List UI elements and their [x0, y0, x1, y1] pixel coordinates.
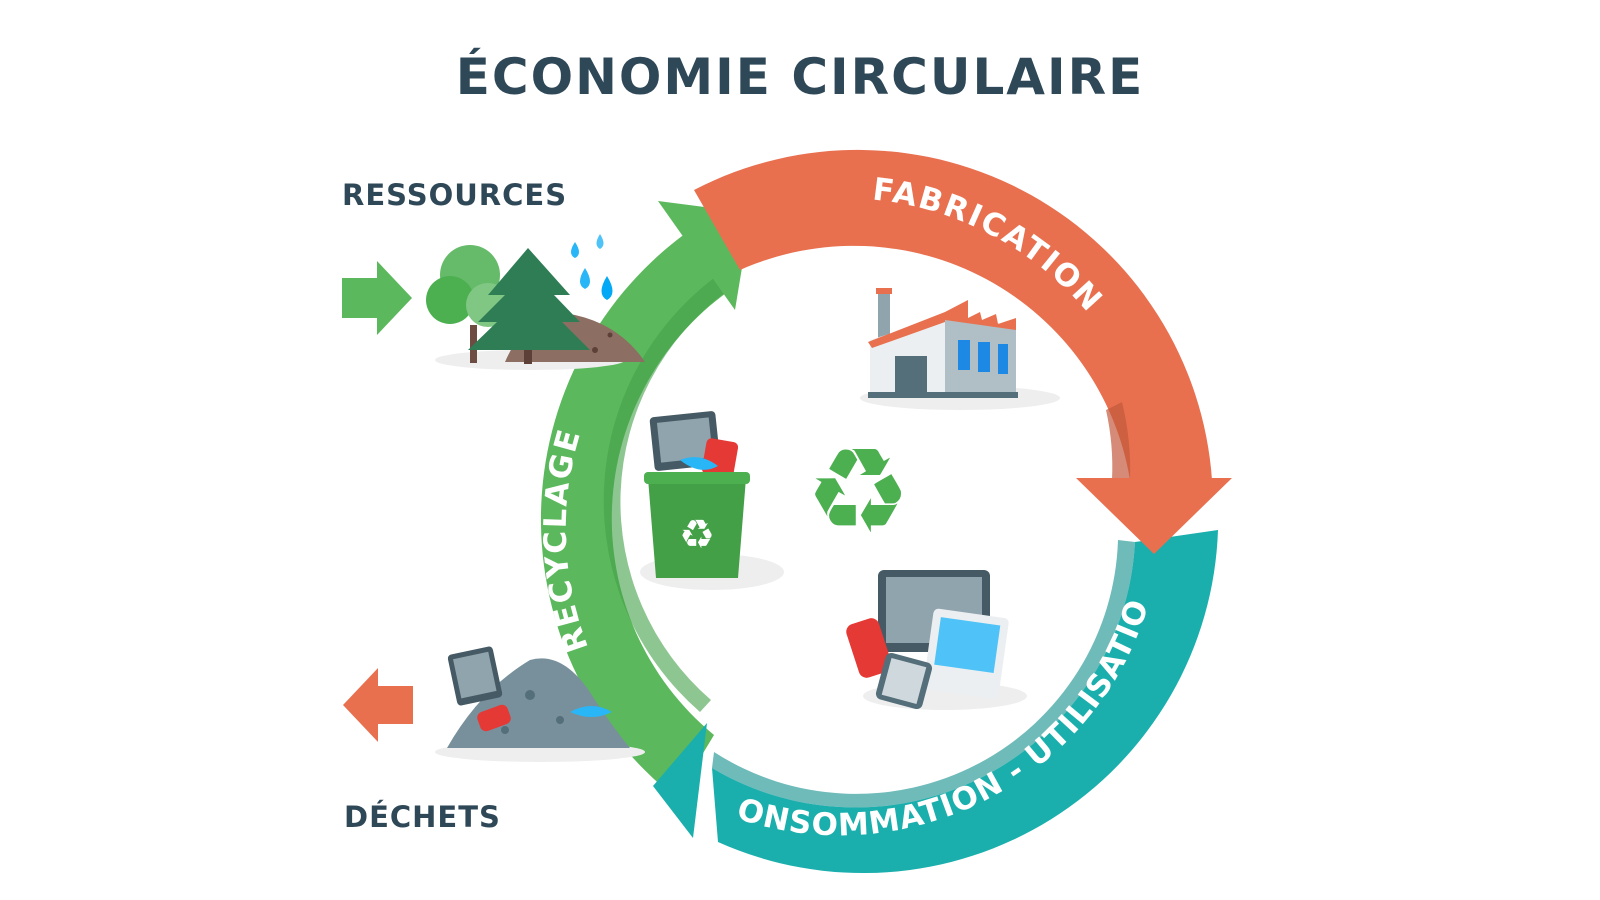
nature-resources-icon: [426, 234, 645, 370]
factory-icon: [860, 288, 1060, 410]
recycle-symbol-icon: ♻: [805, 422, 911, 560]
page-title: ÉCONOMIE CIRCULAIRE: [455, 48, 1145, 106]
resources-label: RESSOURCES: [342, 178, 568, 212]
devices-icon: [846, 570, 1027, 710]
svg-text:♻: ♻: [679, 512, 715, 558]
waste-arrow-icon: [343, 668, 413, 742]
resources-arrow-icon: [342, 261, 412, 335]
waste-label: DÉCHETS: [344, 800, 501, 834]
manufacturing-arrow: [694, 149, 1232, 554]
consumption-arrow: [653, 530, 1218, 874]
recycle-bin-icon: ♻: [640, 411, 784, 590]
waste-pile-icon: [435, 646, 645, 762]
